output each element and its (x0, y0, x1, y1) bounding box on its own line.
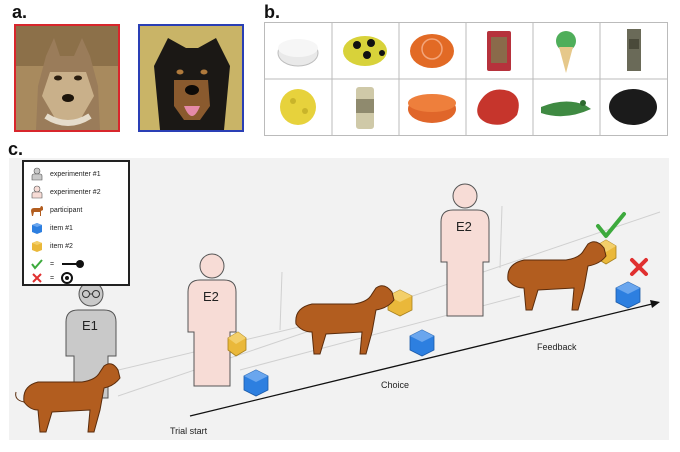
bomb-icon (61, 272, 74, 284)
trial-start-label: Trial start (170, 426, 208, 436)
tin-can-object (356, 87, 374, 129)
orange-ball-object (410, 34, 454, 68)
legend-row-participant: participant (30, 202, 82, 218)
dog-photo (138, 24, 244, 132)
legend-experimenter1-label: experimenter #1 (50, 170, 101, 178)
legend-row-item2: item #2 (30, 238, 73, 254)
key-icon (62, 260, 85, 268)
legend-row-reward: = (30, 256, 86, 272)
item1-cube-choice (409, 329, 435, 357)
yellow-cube-icon (32, 241, 42, 252)
blue-cube-icon (32, 223, 42, 234)
red-block-object (487, 31, 511, 71)
legend-experimenter2-label: experimenter #2 (50, 188, 101, 196)
e1-label: E1 (82, 318, 98, 333)
legend-item2-label: item #2 (50, 242, 73, 250)
legend-reward-sign: = (50, 260, 55, 268)
dog-icon (31, 206, 43, 216)
wolf-photo (14, 24, 120, 132)
legend-row-experimenter2: experimenter #2 (30, 184, 101, 200)
experimenter-2-icon (31, 185, 43, 199)
choice-label: Choice (381, 380, 410, 390)
dog-participant-choice (295, 285, 395, 355)
e2-feedback-label: E2 (456, 219, 472, 234)
legend-no-reward-sign: = (50, 274, 55, 282)
ladybug-object (343, 36, 387, 66)
item1-cube-start (243, 369, 269, 397)
yellow-sponge-object (280, 89, 316, 125)
check-icon (596, 212, 626, 238)
panel-label-a: a. (12, 2, 28, 22)
legend-row-no-reward: = (30, 270, 74, 286)
white-disc-object (277, 39, 319, 67)
legend-row-experimenter1: experimenter #1 (30, 166, 101, 182)
dog-participant-start (15, 363, 121, 433)
feedback-label: Feedback (537, 342, 577, 352)
legend-participant-label: participant (50, 206, 83, 214)
cross-icon (32, 273, 42, 283)
panel-label-b: b. (264, 2, 280, 22)
panel-label-c: c. (8, 139, 24, 159)
red-rubber-object (477, 89, 519, 125)
check-icon (31, 259, 43, 270)
orange-disc-object (408, 94, 456, 123)
experimenter-2-figure-feedback (440, 183, 490, 317)
legend-row-item1: item #1 (30, 220, 73, 236)
cross-icon (630, 258, 648, 276)
experimenter-1-icon (31, 167, 43, 181)
black-disc-object (609, 89, 657, 125)
ice-cream-object (556, 31, 576, 73)
item2-cube-start (227, 331, 247, 357)
metal-cylinder-object (627, 29, 641, 71)
green-crocodile-object (541, 100, 591, 117)
objects-grid (264, 22, 668, 136)
item1-cube-feedback (615, 281, 641, 309)
e2-start-label: E2 (203, 289, 219, 304)
legend: experimenter #1 experimenter #2 particip… (22, 160, 130, 286)
dog-participant-feedback (507, 241, 607, 311)
legend-item1-label: item #1 (50, 224, 73, 232)
experimenter-2-figure-start (187, 253, 237, 387)
